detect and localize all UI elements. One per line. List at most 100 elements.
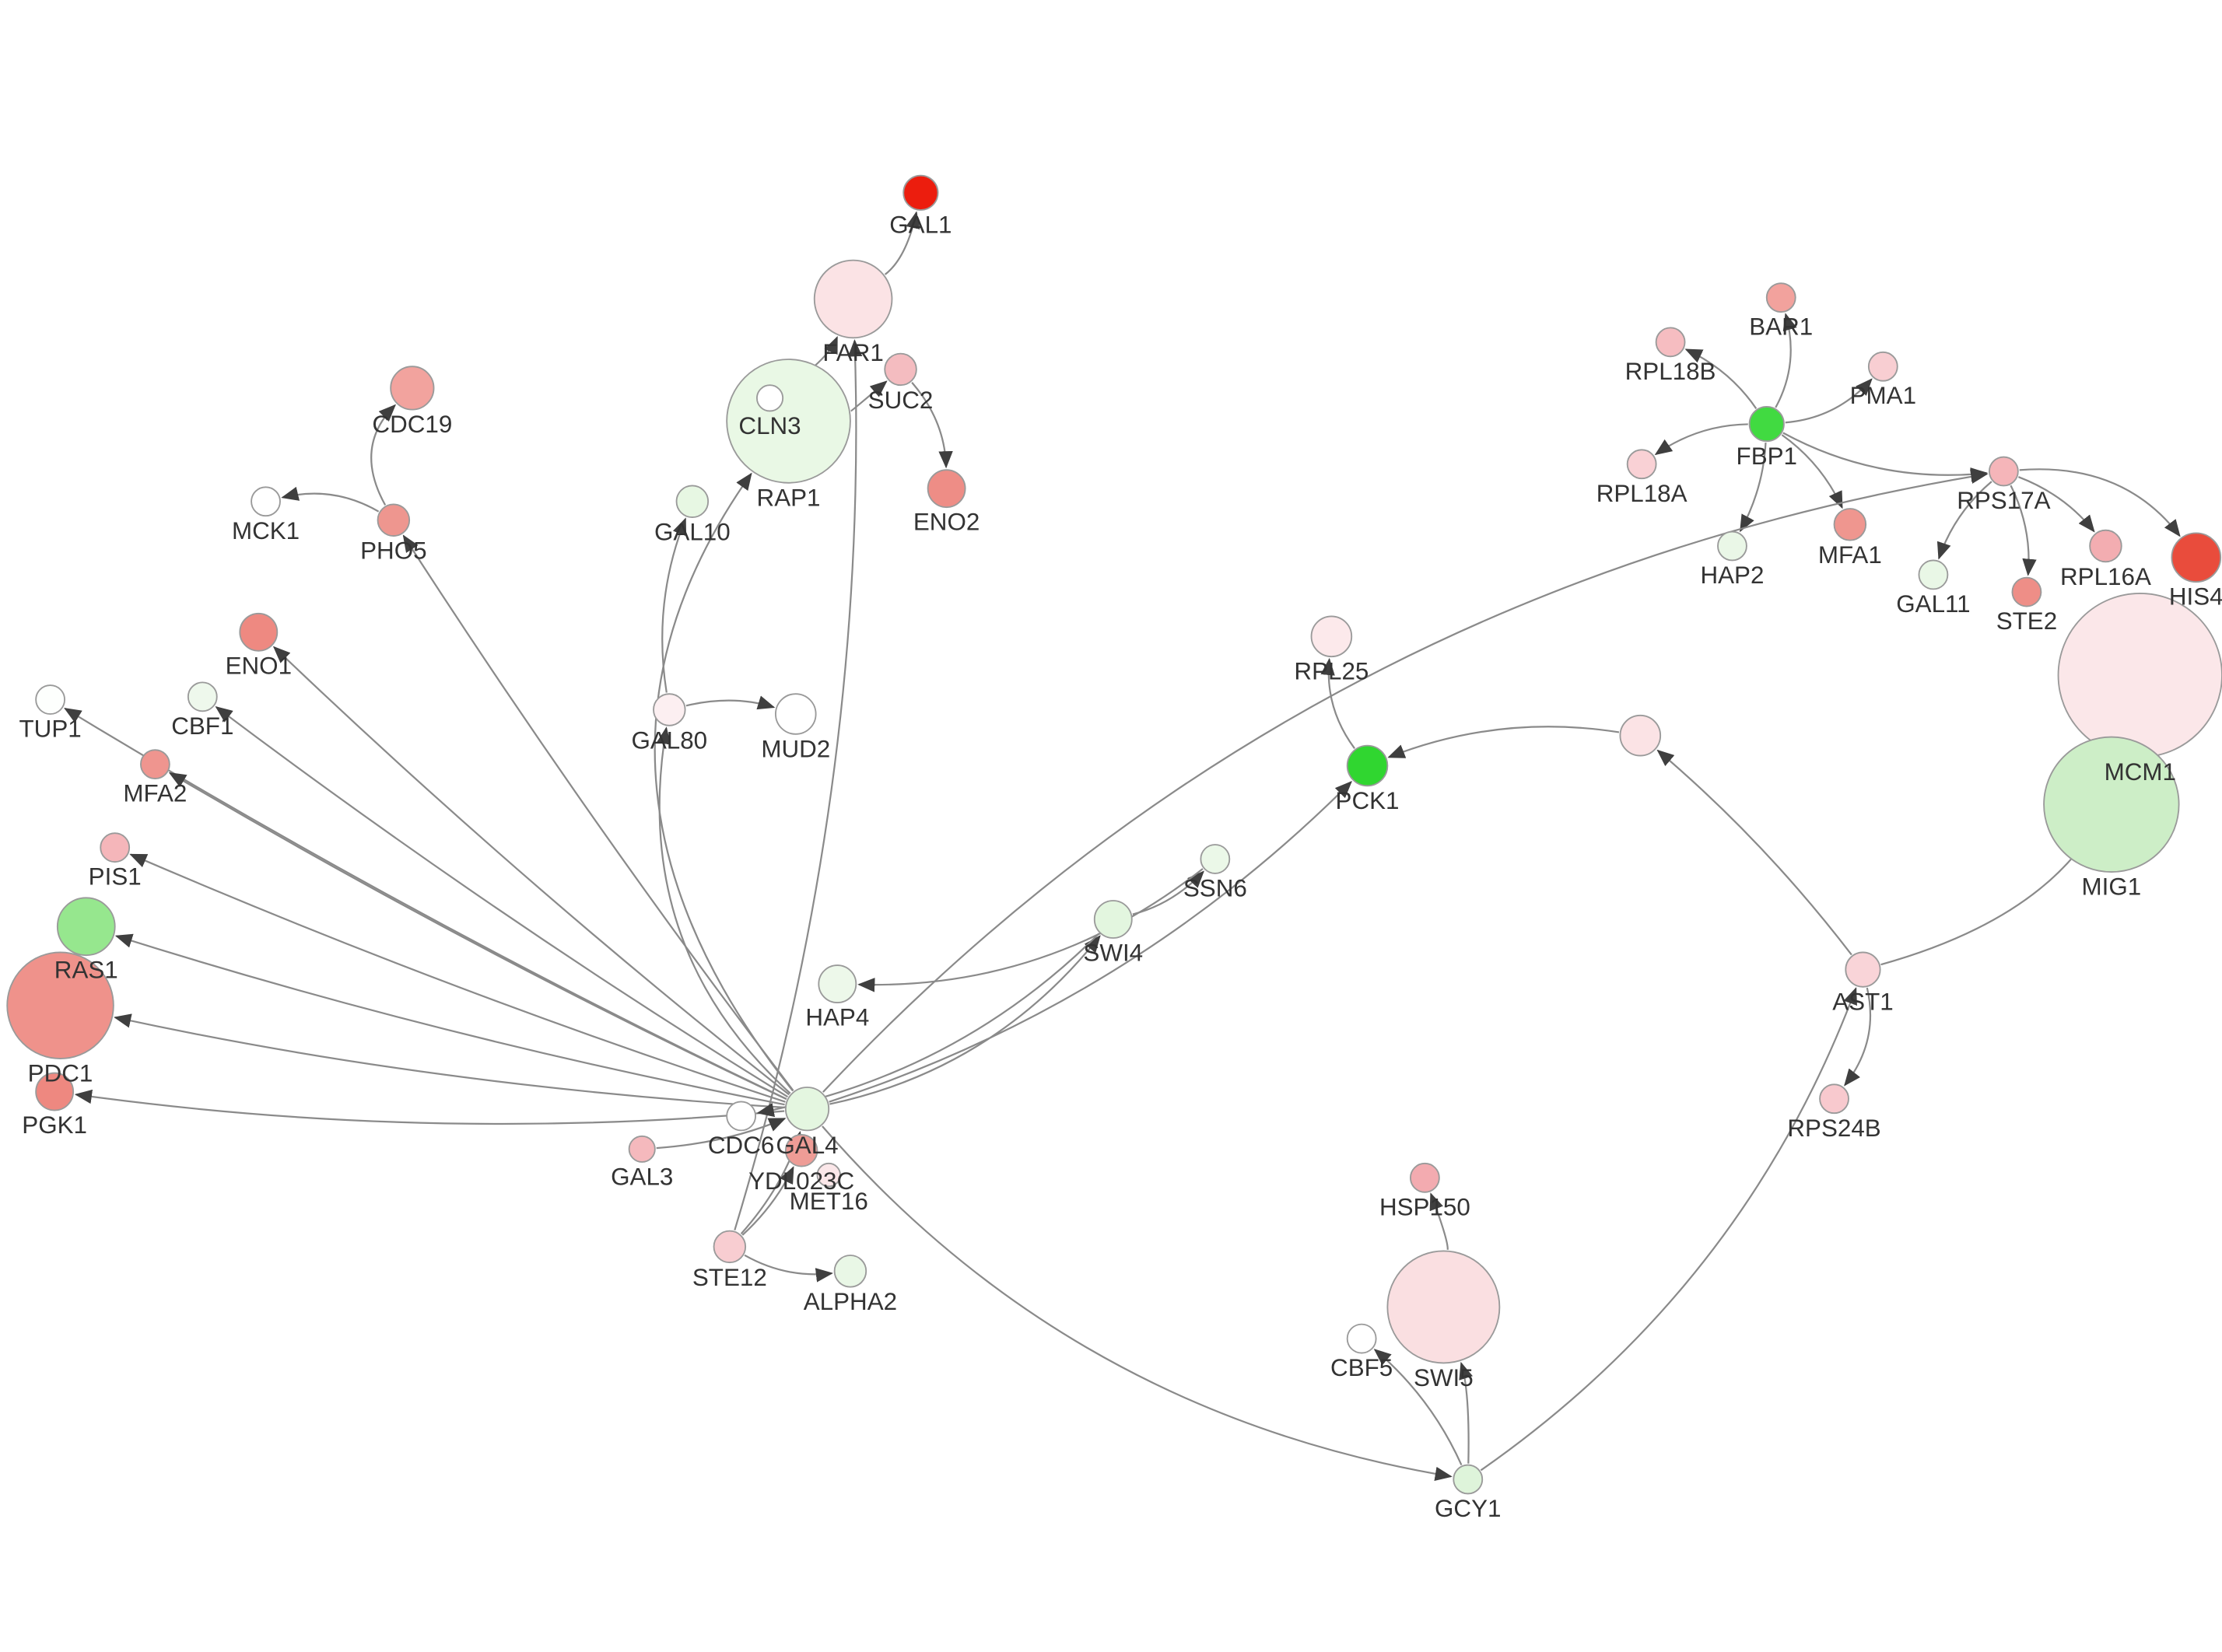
edge-SWI5-HSP150 (1429, 1192, 1449, 1250)
node-AST1[interactable] (1845, 951, 1881, 988)
node-label-FAR1: FAR1 (822, 339, 883, 366)
edge-FBP1-HAP2 (1740, 443, 1767, 533)
edges-layer (64, 211, 2181, 1482)
node-label-AST1: AST1 (1832, 988, 1893, 1015)
node-GAL4[interactable] (784, 1087, 830, 1132)
node-HIS4[interactable] (2171, 532, 2222, 583)
node-PDC1[interactable] (6, 951, 114, 1060)
edge-RPS17A-RPL16A (2018, 476, 2095, 533)
node-label-BAR1: BAR1 (1749, 313, 1813, 341)
node-MFA1[interactable] (1833, 508, 1867, 541)
node-label-GAL11: GAL11 (1896, 590, 1970, 618)
node-ENO1[interactable] (239, 612, 279, 652)
node-BAR1[interactable] (1765, 282, 1796, 313)
node-label-HAP4: HAP4 (805, 1004, 869, 1031)
node-GAL80[interactable] (653, 693, 686, 726)
node-MCK1[interactable] (251, 486, 281, 517)
node-CBF5[interactable] (1346, 1323, 1377, 1354)
node-RPS24B[interactable] (1819, 1083, 1849, 1115)
node-RAP1[interactable] (726, 359, 851, 484)
node-GCY1[interactable] (1453, 1464, 1484, 1495)
node-NODE_X[interactable] (1619, 714, 1662, 757)
edge-STE12-YDL023C (741, 1166, 794, 1236)
node-label-GAL3: GAL3 (611, 1164, 673, 1191)
edge-FAR1-GAL1 (884, 211, 920, 275)
node-PIS1[interactable] (100, 832, 131, 863)
node-FAR1[interactable] (813, 259, 893, 339)
edge-RAP1-SUC2 (850, 380, 888, 412)
node-PGK1[interactable] (35, 1072, 75, 1111)
node-MCM1[interactable] (2057, 593, 2222, 758)
edge-AST1-NODE_X (1656, 749, 1852, 956)
node-CDC6[interactable] (726, 1101, 756, 1132)
node-YDL023C[interactable] (784, 1134, 818, 1167)
labels-layer: MCM1MIG1SWI5RAP1PDC1FAR1RAS1HIS4GAL4CDC1… (19, 212, 2222, 1522)
edge-PHO5-CDC19 (370, 404, 396, 506)
edge-GAL4-RAP1 (654, 472, 794, 1092)
node-MIG1[interactable] (2043, 736, 2180, 873)
node-RPS17A[interactable] (1989, 456, 2019, 487)
node-MUD2[interactable] (775, 693, 817, 735)
node-PHO5[interactable] (377, 503, 411, 537)
node-HAP2[interactable] (1717, 530, 1747, 562)
edge-RPS17A-GAL11 (1936, 481, 1992, 560)
edge-GAL4-RAS1 (114, 933, 785, 1106)
node-STE12[interactable] (713, 1230, 747, 1264)
edge-SUC2-ENO2 (911, 381, 953, 469)
node-MFA2[interactable] (140, 749, 170, 779)
node-label-CDC19: CDC19 (372, 411, 452, 438)
node-SWI4[interactable] (1093, 900, 1133, 939)
node-RPL18B[interactable] (1655, 327, 1686, 358)
node-RPL16A[interactable] (2089, 529, 2122, 563)
edge-GAL4-PIS1 (129, 853, 786, 1103)
node-ALPHA2[interactable] (833, 1255, 867, 1288)
node-SUC2[interactable] (884, 352, 917, 387)
node-GAL11[interactable] (1918, 559, 1949, 590)
node-label-FBP1: FBP1 (1737, 443, 1797, 470)
node-label-RPS24B: RPS24B (1787, 1115, 1880, 1142)
node-label-RPL16A: RPL16A (2060, 563, 2151, 590)
node-GAL1[interactable] (902, 174, 939, 211)
node-label-ALPHA2: ALPHA2 (804, 1288, 897, 1315)
node-CBF1[interactable] (187, 681, 218, 712)
edge-PCK1-RPL25 (1320, 657, 1355, 749)
edge-FBP1-RPL18B (1684, 348, 1758, 409)
node-SSN6[interactable] (1200, 844, 1231, 874)
node-RPL25[interactable] (1310, 615, 1353, 658)
node-MET16[interactable] (816, 1162, 841, 1188)
edge-RPS17A-STE2 (2010, 485, 2037, 576)
node-SWI5[interactable] (1386, 1250, 1501, 1364)
node-label-GCY1: GCY1 (1435, 1495, 1501, 1522)
node-GAL10[interactable] (675, 485, 710, 519)
edge-FBP1-RPS17A (1782, 432, 1989, 482)
node-FBP1[interactable] (1748, 406, 1785, 443)
edge-GAL4-ENO1 (272, 646, 790, 1096)
node-label-STE12: STE12 (692, 1264, 767, 1291)
node-RPL18A[interactable] (1626, 449, 1657, 480)
node-label-HAP2: HAP2 (1700, 562, 1764, 589)
node-label-MCK1: MCK1 (232, 517, 300, 544)
edge-FBP1-PMA1 (1785, 378, 1873, 424)
node-STE2[interactable] (2011, 576, 2042, 607)
node-PMA1[interactable] (1867, 351, 1898, 382)
node-label-CDC6: CDC6 (708, 1132, 774, 1159)
edge-GAL4-CBF1 (215, 706, 789, 1098)
node-label-HSP150: HSP150 (1379, 1193, 1470, 1220)
edge-GCY1-SWI5 (1459, 1361, 1473, 1464)
node-ENO2[interactable] (927, 469, 966, 509)
edge-GAL4-PDC1 (114, 1013, 785, 1108)
node-PCK1[interactable] (1346, 744, 1389, 787)
node-TUP1[interactable] (35, 684, 65, 715)
node-CDC19[interactable] (390, 366, 435, 411)
nodes-layer (6, 174, 2222, 1495)
edge-AST1-RPS24B (1844, 987, 1872, 1087)
node-GAL3[interactable] (628, 1135, 656, 1163)
node-label-RPL18A: RPL18A (1596, 480, 1688, 507)
node-HSP150[interactable] (1410, 1162, 1440, 1193)
node-label-ENO2: ENO2 (913, 509, 980, 536)
node-RAS1[interactable] (56, 897, 116, 957)
node-CLN3[interactable] (756, 384, 784, 412)
node-HAP4[interactable] (818, 964, 857, 1004)
edge-GAL4-RPS17A (822, 469, 1989, 1093)
